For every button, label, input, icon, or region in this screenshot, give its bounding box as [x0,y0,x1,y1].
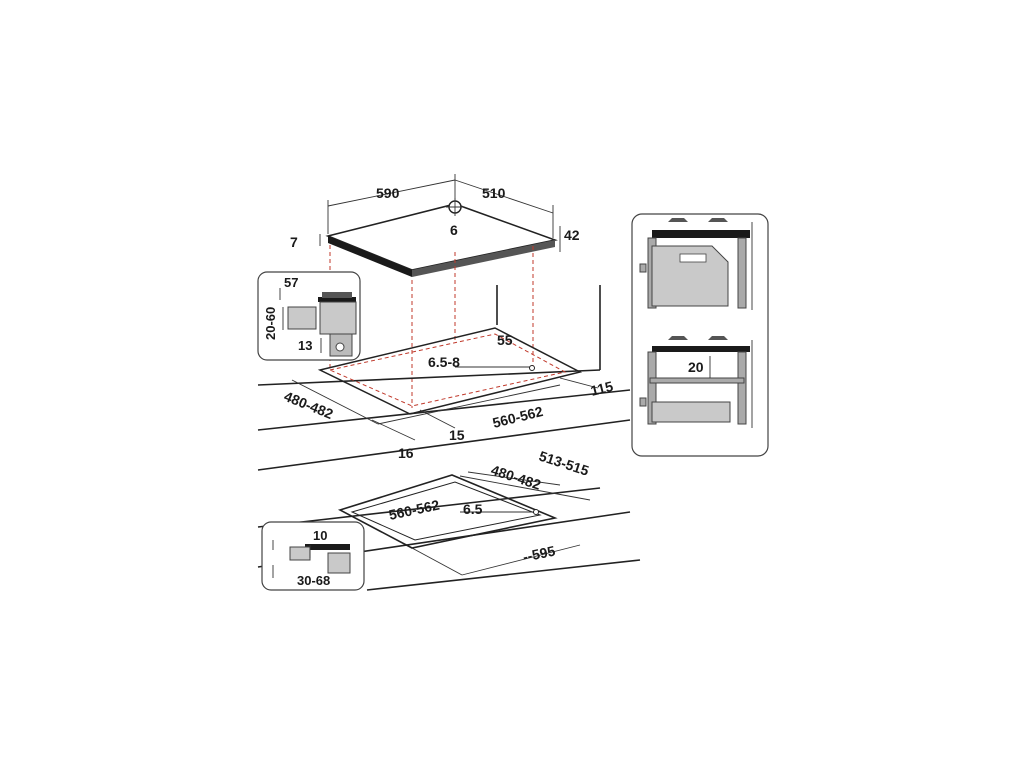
hob-height-label: 42 [564,227,580,243]
flush-inner-width-label: 560-562 [387,497,441,523]
inset-a-bottom-label: 13 [298,338,312,353]
cutout-inner-gap-label: 55 [497,332,513,348]
inset-b-top-label: 10 [313,528,327,543]
cutout-depth-label: 480-482 [282,388,336,422]
cutout-front-gap-label: 15 [449,427,465,443]
cutout-radius-label: 6.5-8 [428,354,460,370]
inset-a-top-label: 57 [284,275,298,290]
inset-worktop-thickness: 10 30-68 [261,521,365,591]
hob-top-face [325,203,558,271]
flush-outer-depth-label: 513-515 [537,448,591,479]
flush-inner-recess [350,481,542,541]
hob-over-oven [639,218,753,310]
inset-b-range-label: 30-68 [297,573,330,588]
cutout-inner [328,333,567,407]
hob-gas-inlet-label: 6 [450,222,458,238]
cutout-opening [317,327,583,415]
cutout-front-distance-label: 16 [398,445,414,461]
hob-drawing: 590 510 6 7 42 [290,174,580,277]
cutout-width-label: 560-562 [491,403,545,431]
flush-outer-recess [337,474,558,549]
cutout-back-offset-label: 115 [589,378,615,399]
hob-depth-label: 510 [482,185,506,201]
hob-side-edge [412,240,555,277]
flush-inner-depth-label: 480-482 [489,462,543,493]
oven-installation-panel: 20 [631,213,769,457]
hob-width-label: 590 [376,185,400,201]
inset-hob-clamp: 57 20-60 13 [257,271,361,361]
hob-over-drawer: 20 [639,336,753,428]
flush-radius-label: 6.5 [463,501,483,517]
hob-front-edge [328,236,412,277]
oven-gap-label: 20 [688,359,704,375]
hob-thickness-label: 7 [290,234,298,250]
flush-outer-width-label: --595 [521,542,557,564]
inset-a-side-label: 20-60 [263,307,278,340]
